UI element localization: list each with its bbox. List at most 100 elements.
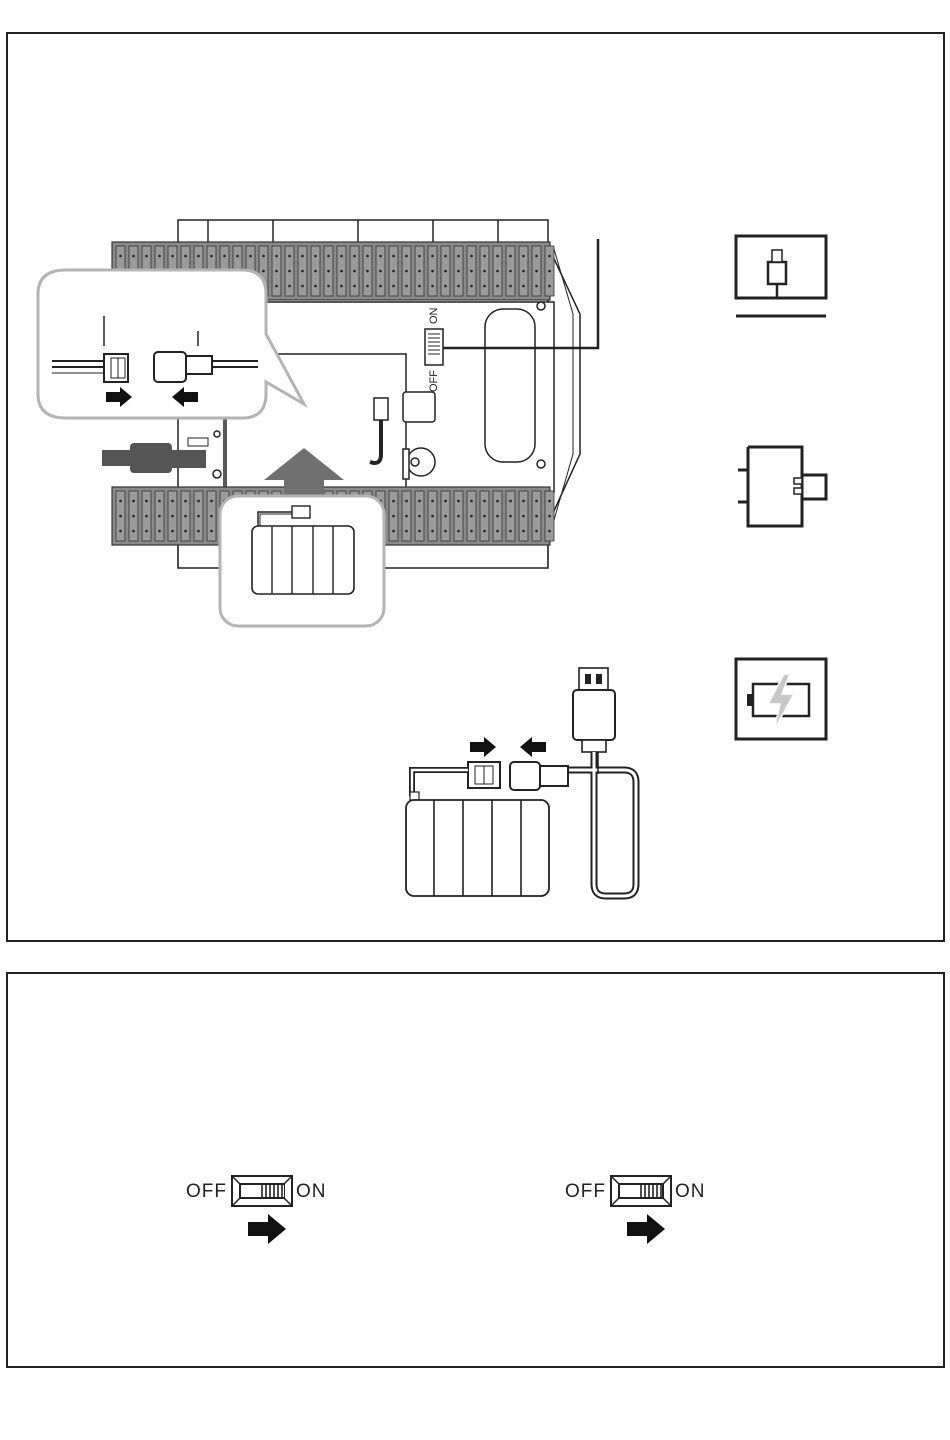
track-pin (535, 270, 538, 273)
track-pin (431, 255, 434, 258)
track-pin (197, 530, 200, 533)
track-pin (496, 515, 499, 518)
switch-off-label: OFF (186, 1181, 227, 1202)
track-pin (548, 270, 551, 273)
track-pin (340, 270, 343, 273)
track-pin (327, 285, 330, 288)
track-pin (340, 285, 343, 288)
track-pin (158, 500, 161, 503)
track-pin (405, 285, 408, 288)
switch-steps: OFF ON OFF (8, 974, 947, 1370)
track-pin (444, 255, 447, 258)
track-pin (418, 530, 421, 533)
track-pin (275, 255, 278, 258)
track-pin (496, 285, 499, 288)
track-pin (431, 515, 434, 518)
switch-step-1: OFF ON (186, 1176, 327, 1244)
track-pin (444, 515, 447, 518)
track-pin (145, 500, 148, 503)
track-pin (483, 500, 486, 503)
track-pin (522, 285, 525, 288)
track-pin (301, 255, 304, 258)
track-pin (457, 500, 460, 503)
track-pin (262, 255, 265, 258)
track-pin (457, 530, 460, 533)
track-pin (548, 500, 551, 503)
track-pin (548, 285, 551, 288)
track-pin (119, 500, 122, 503)
track-pin (535, 500, 538, 503)
track-pin (483, 270, 486, 273)
track-pin (431, 270, 434, 273)
track-pin (496, 255, 499, 258)
track-pin (535, 255, 538, 258)
track-pin (132, 515, 135, 518)
track-pin (509, 270, 512, 273)
battery-pack-callout (220, 496, 384, 626)
track-pin (509, 530, 512, 533)
track-pin (379, 270, 382, 273)
track-pin (197, 255, 200, 258)
track-pin (366, 270, 369, 273)
track-pin (249, 255, 252, 258)
track-pin (353, 255, 356, 258)
track-pin (418, 515, 421, 518)
track-pin (119, 515, 122, 518)
track-pin (405, 255, 408, 258)
cable-plug-left (102, 438, 208, 473)
track-pin (288, 255, 291, 258)
track-pin (418, 255, 421, 258)
track-pin (171, 500, 174, 503)
switch-off-label: OFF (565, 1181, 606, 1202)
track-pin (444, 530, 447, 533)
switch-step-2: OFF ON (565, 1176, 706, 1244)
track-pin (418, 500, 421, 503)
track-pin (405, 515, 408, 518)
track-pin (314, 285, 317, 288)
arrow-right-icon (470, 737, 496, 757)
track-pin (145, 515, 148, 518)
track-pin (470, 285, 473, 288)
track-pin (158, 515, 161, 518)
track-pin (392, 285, 395, 288)
slide-switch-icon (611, 1176, 671, 1206)
track-pin (496, 530, 499, 533)
track-pin (379, 255, 382, 258)
track-pin (418, 270, 421, 273)
track-pin (184, 530, 187, 533)
track-pin (314, 270, 317, 273)
track-pin (184, 500, 187, 503)
track-pin (132, 255, 135, 258)
track-pin (301, 285, 304, 288)
track-pin (405, 530, 408, 533)
arrow-right-icon (248, 1214, 286, 1244)
track-pin (288, 270, 291, 273)
track-pin (210, 500, 213, 503)
track-pin (457, 285, 460, 288)
track-pin (392, 255, 395, 258)
track-pin (470, 255, 473, 258)
track-pin (431, 530, 434, 533)
plug-in-icon (738, 447, 826, 526)
track-pin (535, 515, 538, 518)
track-pin (483, 530, 486, 533)
track-pin (288, 285, 291, 288)
track-pin (145, 255, 148, 258)
track-pin (340, 255, 343, 258)
track-pin (548, 515, 551, 518)
track-pin (392, 515, 395, 518)
track-pin (210, 255, 213, 258)
assembly-diagram: ON OFF (8, 34, 947, 944)
track-pin (496, 270, 499, 273)
switch-instructions-panel: OFF ON OFF (6, 972, 945, 1368)
track-pin (548, 530, 551, 533)
track-pin (470, 500, 473, 503)
track-pin (522, 270, 525, 273)
track-pin (210, 515, 213, 518)
arrow-right-icon (627, 1214, 665, 1244)
track-pin (457, 255, 460, 258)
slide-switch-icon (232, 1176, 292, 1206)
track-pin (145, 530, 148, 533)
track-pin (392, 270, 395, 273)
track-pin (366, 255, 369, 258)
